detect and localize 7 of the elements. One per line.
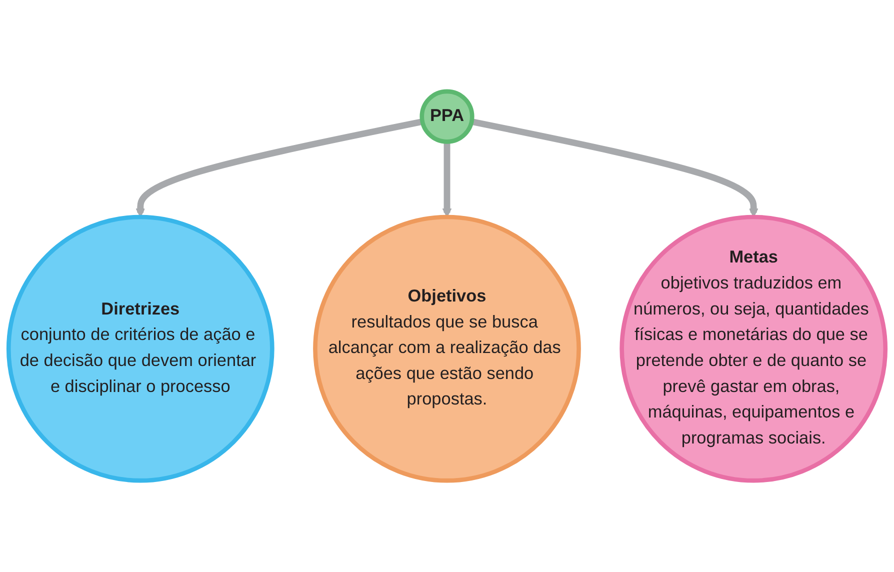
arrow — [136, 118, 424, 218]
arrow — [470, 118, 758, 218]
node-circle: PPA — [420, 89, 474, 144]
node-circle: Diretrizes conjunto de critérios de ação e de decisão que devem orientar e disciplinar o processo — [6, 214, 274, 483]
node-circle: Metas objetivos traduzidos em números, ou seja, quantidades físicas e monetárias do que se pretende obter e de quanto se prevê gastar em obras, máquinas, equipamentos e programas sociais. — [620, 214, 888, 483]
arrow — [442, 142, 452, 218]
node-circle: Objetivos resultados que se busca alcançar com a realização das ações que estão sendo propostas. — [313, 214, 581, 483]
